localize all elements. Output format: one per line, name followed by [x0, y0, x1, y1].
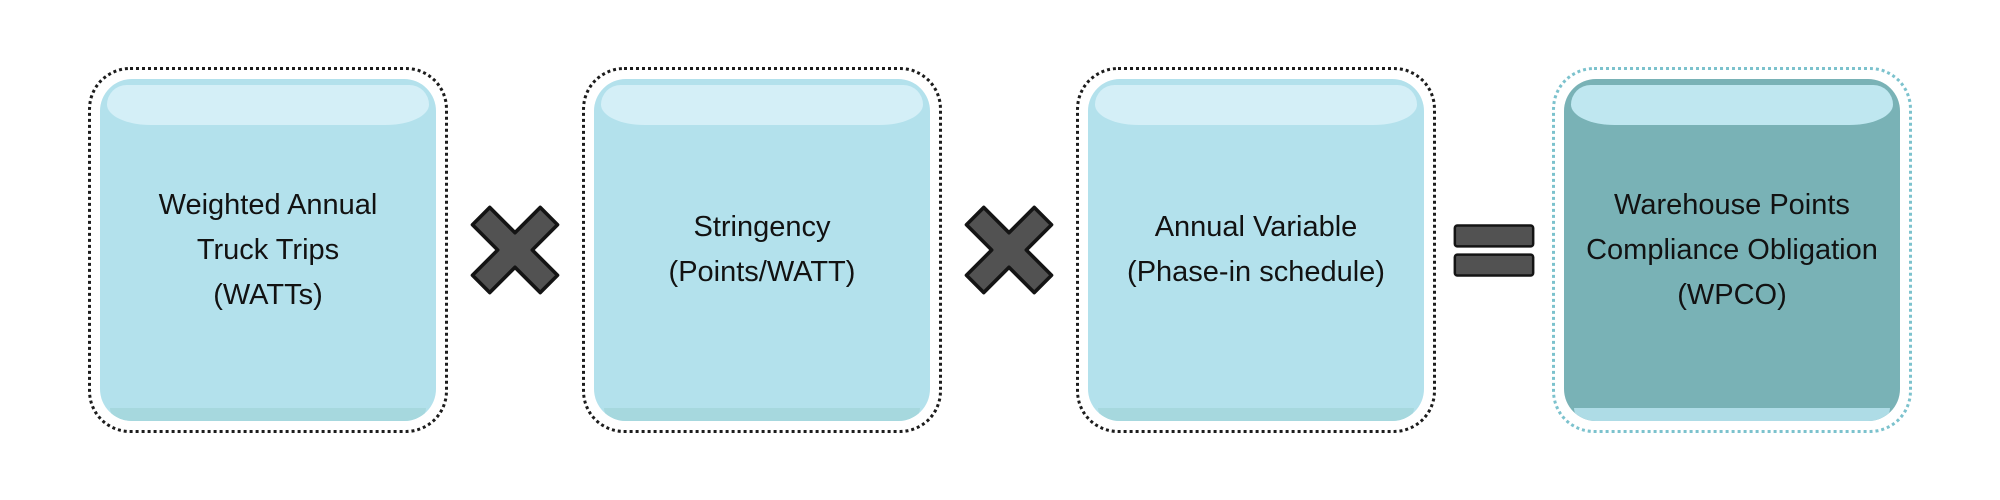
box-surface: Weighted Annual Truck Trips (WATTs)	[100, 79, 436, 421]
box-annual-variable: Annual Variable (Phase-in schedule)	[1076, 67, 1436, 433]
box-surface: Stringency (Points/WATT)	[594, 79, 930, 421]
box-label-line: Weighted Annual	[158, 188, 378, 221]
box-label: Stringency (Points/WATT)	[665, 205, 860, 295]
box-weighted-annual-truck-trips: Weighted Annual Truck Trips (WATTs)	[88, 67, 448, 433]
box-label-line: Compliance Obligation	[1586, 233, 1878, 266]
box-label: Weighted Annual Truck Trips (WATTs)	[155, 183, 382, 318]
box-label-line: Truck Trips	[196, 233, 340, 266]
multiply-icon	[464, 199, 566, 301]
box-label-line: (WPCO)	[1677, 278, 1787, 311]
equals-icon	[1452, 223, 1536, 278]
box-stringency: Stringency (Points/WATT)	[582, 67, 942, 433]
box-label-line: (Points/WATT)	[668, 256, 856, 288]
box-label-line: Warehouse Points	[1614, 188, 1850, 221]
box-label-line: Annual Variable	[1154, 211, 1358, 243]
box-label-line: (WATTs)	[213, 278, 323, 311]
box-label-line: Stringency	[693, 211, 831, 243]
box-label-line: (Phase-in schedule)	[1127, 256, 1385, 288]
box-surface: Warehouse Points Compliance Obligation (…	[1564, 79, 1900, 421]
box-label: Annual Variable (Phase-in schedule)	[1123, 205, 1389, 295]
box-warehouse-points-compliance-obligation: Warehouse Points Compliance Obligation (…	[1552, 67, 1912, 433]
box-label: Warehouse Points Compliance Obligation (…	[1582, 183, 1882, 318]
multiply-icon	[958, 199, 1060, 301]
box-surface: Annual Variable (Phase-in schedule)	[1088, 79, 1424, 421]
